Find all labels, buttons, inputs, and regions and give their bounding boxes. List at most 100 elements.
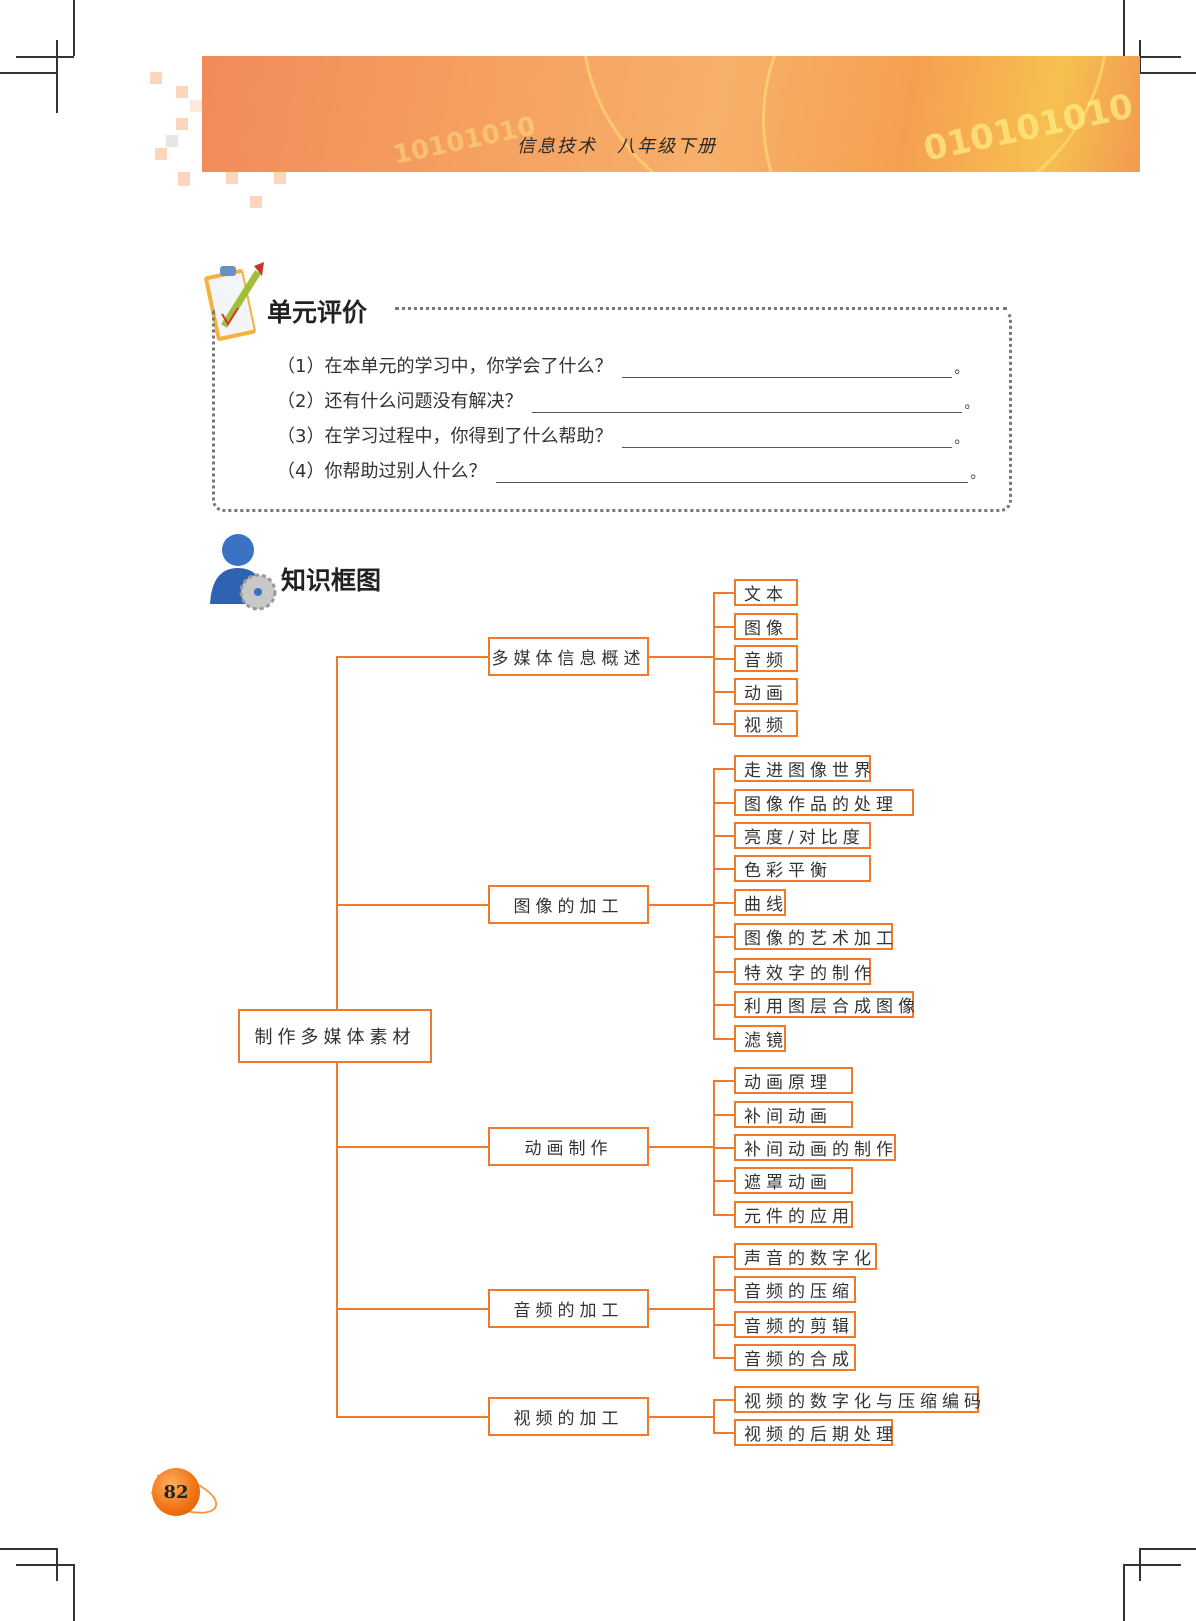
leaf-node: 文本 [734,579,798,606]
leaf-node: 动画 [734,678,798,705]
leaf-connector [713,768,734,770]
evaluation-box [212,308,1012,512]
crop-mark [16,56,74,58]
leaf-connector [713,1147,734,1149]
crop-mark [73,1564,75,1621]
answer-line[interactable] [622,359,953,378]
leaf-connector [713,1214,734,1216]
decor-pixel [190,100,202,112]
decor-pixel [274,172,286,184]
crop-mark [16,1564,74,1566]
leaf-connector [713,1399,734,1401]
leaf-node: 亮度/对比度 [734,822,871,849]
decor-pixel [176,86,188,98]
crop-mark [1123,0,1125,56]
answer-line[interactable] [532,394,963,413]
leaf-node: 视频的后期处理 [734,1419,893,1446]
question-text: （2）还有什么问题没有解决？ [277,391,523,412]
period: 。 [970,466,985,482]
crop-mark [1139,1548,1196,1550]
leaf-node: 视频的数字化与压缩编码 [734,1386,981,1413]
answer-line[interactable] [622,429,953,448]
leaf-connector [713,626,734,628]
leaf-connector [713,1114,734,1116]
leaf-node: 图像的艺术加工 [734,923,893,950]
branch-connector [336,904,488,906]
leaf-connector [713,835,734,837]
crop-mark [56,1548,58,1581]
leaf-node: 色彩平衡 [734,855,871,882]
page-number: 82 [152,1468,200,1516]
decor-pixel [155,148,167,160]
dotted-divider [395,307,1007,310]
crop-mark [1139,1548,1141,1581]
branch-connector [336,1416,488,1418]
crop-mark [56,40,58,113]
branch-node: 音频的加工 [488,1289,649,1328]
crop-mark [0,72,57,74]
leaf-node: 动画原理 [734,1067,853,1094]
leaf-node: 视频 [734,710,798,737]
question-4: （4）你帮助过别人什么？ 。 [277,457,984,483]
leaf-node: 声音的数字化 [734,1243,877,1270]
branch-connector [336,1146,488,1148]
crop-mark [1123,1564,1125,1621]
book-title: 信息技术 八年级下册 [517,136,717,157]
crop-mark [73,0,75,56]
leaf-connector [713,1432,734,1434]
leaf-connector [713,1080,734,1082]
leaf-connector [713,1256,734,1258]
leaf-bracket [713,768,715,1040]
leaf-node: 利用图层合成图像 [734,991,915,1018]
leaf-node: 音频的压缩 [734,1276,856,1303]
decor-pixel [150,72,162,84]
answer-line[interactable] [496,464,969,483]
decor-pixel [226,172,238,184]
leaf-connector [713,1038,734,1040]
leaf-node: 图像 [734,613,798,640]
question-text: （3）在学习过程中，你得到了什么帮助？ [277,426,613,447]
leaf-connector [713,592,734,594]
question-2: （2）还有什么问题没有解决？ 。 [277,387,978,413]
knowledge-title: 知识框图 [281,566,382,595]
leaf-connector [713,1289,734,1291]
leaf-node: 音频的剪辑 [734,1311,856,1338]
leaf-node: 特效字的制作 [734,958,871,985]
branch-node: 动画制作 [488,1127,649,1166]
evaluation-title: 单元评价 [267,298,368,327]
user-gear-icon [206,532,282,612]
header-banner: 010101010 10101010 信息技术 八年级下册 [202,56,1140,172]
leaf-node: 补间动画的制作 [734,1134,896,1161]
branch-connector [336,1308,488,1310]
crop-mark [1139,72,1196,74]
decor-pixel [178,172,190,186]
leaf-node: 音频的合成 [734,1344,856,1371]
leaf-connector [713,1324,734,1326]
crop-mark [1123,56,1181,58]
decor-pixel [166,135,178,147]
question-text: （1）在本单元的学习中，你学会了什么？ [277,356,613,377]
leaf-node: 音频 [734,645,798,672]
leaf-connector [713,658,734,660]
period: 。 [964,396,979,412]
branch-out-connector [649,904,713,906]
leaf-connector [713,868,734,870]
branch-out-connector [649,1146,713,1148]
period: 。 [954,431,969,447]
period: 。 [954,361,969,377]
leaf-connector [713,691,734,693]
leaf-node: 图像作品的处理 [734,789,914,816]
question-3: （3）在学习过程中，你得到了什么帮助？ 。 [277,422,968,448]
leaf-node: 走进图像世界 [734,755,871,782]
leaf-connector [713,936,734,938]
decor-pixel [250,196,262,208]
branch-node: 图像的加工 [488,885,649,924]
leaf-connector [713,802,734,804]
branch-out-connector [649,1416,713,1418]
leaf-node: 滤镜 [734,1025,786,1052]
leaf-node: 曲线 [734,889,786,916]
leaf-connector [713,971,734,973]
branch-connector [336,656,488,658]
leaf-connector [713,1004,734,1006]
branch-node: 多媒体信息概述 [488,637,649,676]
